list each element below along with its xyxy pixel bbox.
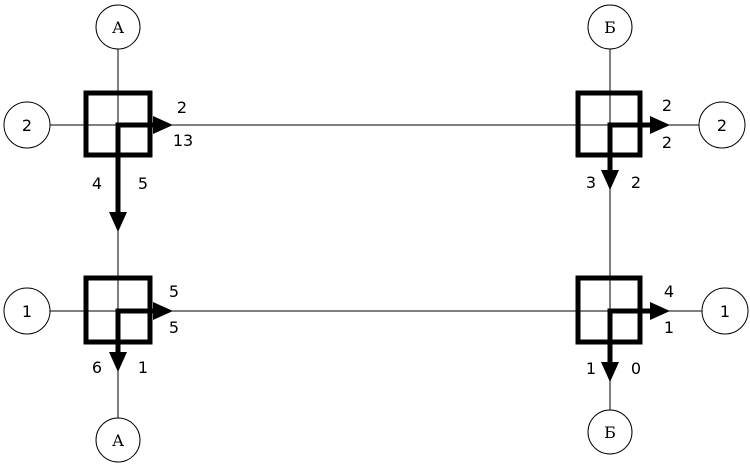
node-left-upper-circle [3,101,51,149]
upper-right-south-right: 2 [631,173,641,192]
node-right-lower-label: 1 [720,302,730,321]
node-bottom-left-circle [95,417,141,463]
node-top-right-label: Б [604,18,616,37]
node-right-upper-label: 2 [717,116,727,135]
arrowhead-upper-left-south [109,212,127,232]
arrowhead-lower-right-south [601,362,619,382]
flow-upper-right-arrow [607,122,655,172]
lower-right-south-right: 0 [631,359,641,378]
arrowhead-upper-right-east [650,116,670,134]
lower-right-east-below: 1 [664,318,674,337]
node-top-right-circle [587,4,633,50]
node-left-upper-label: 2 [22,116,32,135]
arrowhead-lower-left-east [153,302,173,320]
upper-right-east-above: 2 [662,96,672,115]
upper-left-east-below: 13 [173,131,193,150]
flow-upper-left-arrow [115,122,158,215]
arrowhead-lower-left-south [109,352,127,372]
node-top-left-label: А [112,18,124,37]
node-bottom-right-label: Б [604,423,616,442]
lower-right-east-above: 4 [664,282,674,301]
node-left-lower-label: 1 [22,302,32,321]
arrowhead-upper-right-south [601,170,619,190]
arrowhead-lower-right-east [650,302,670,320]
flow-lower-left-arrow [115,308,158,354]
node-right-upper-circle [698,101,746,149]
node-top-left-circle [95,4,141,50]
node-bottom-left-label: А [112,431,124,450]
node-left-lower-circle [3,287,51,335]
arrowhead-upper-left-east [153,116,173,134]
lower-left-east-below: 5 [169,318,179,337]
upper-right-east-below: 2 [662,133,672,152]
node-bottom-right-circle [587,409,633,455]
node-right-lower-circle [701,287,749,335]
lower-right-south-left: 1 [586,359,596,378]
lower-left-east-above: 5 [169,282,179,301]
flow-lower-right-arrow [607,308,655,364]
upper-left-east-above: 2 [177,98,187,117]
upper-right-south-left: 3 [586,173,596,192]
lower-left-south-left: 6 [92,358,102,377]
upper-left-south-right: 5 [138,174,148,193]
lower-left-south-right: 1 [138,358,148,377]
upper-left-south-left: 4 [92,174,102,193]
